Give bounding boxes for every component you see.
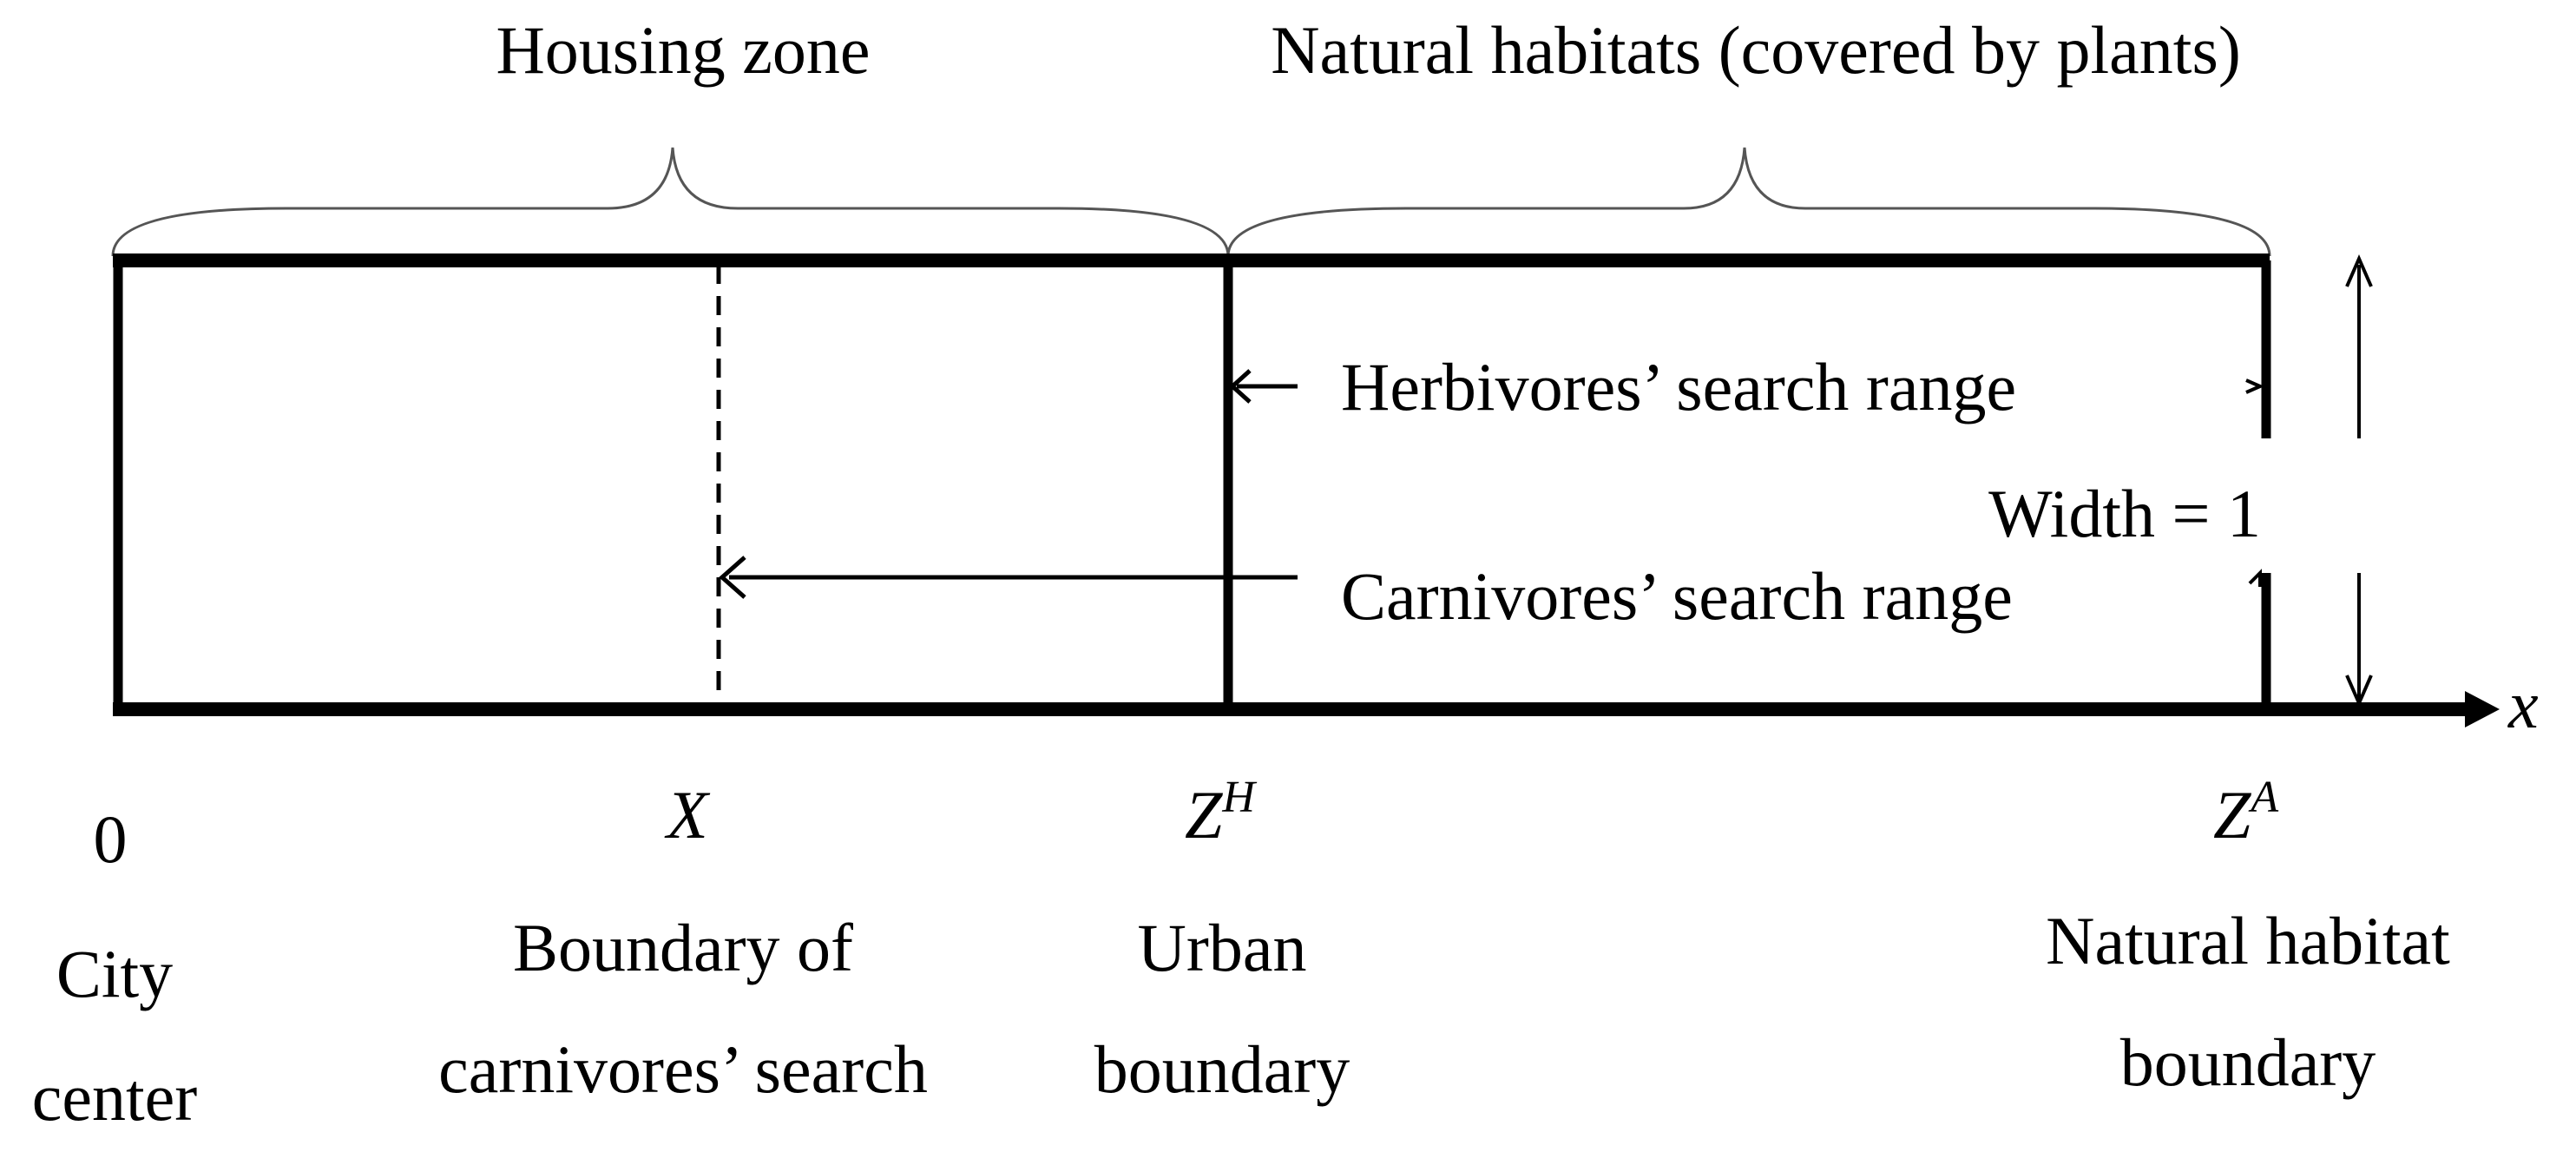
housing-zone-label: Housing zone (496, 12, 870, 88)
carnivore-arrowhead (719, 556, 746, 599)
natural-habitats-label: Natural habitats (covered by plants) (1271, 12, 2241, 88)
carnivore-search-label: Carnivores’ search range (1341, 558, 2013, 634)
herbivore-search-label: Herbivores’ search range (1341, 349, 2016, 425)
width-label: Width = 1 (1988, 476, 2261, 551)
natural-habitat-brace (1226, 147, 2271, 257)
carnivore-boundary-symbol: X (664, 777, 711, 852)
city-center-line2: center (32, 1059, 198, 1135)
urban-boundary-symbol: ZH (1185, 773, 1257, 852)
natural-boundary-desc-line1: Natural habitat (2046, 903, 2450, 978)
city-center-line1: City (56, 936, 173, 1011)
urban-boundary-desc-line1: Urban (1138, 910, 1307, 985)
herbivore-arrowhead (1229, 369, 1252, 404)
natural-boundary-symbol: ZA (2213, 773, 2278, 852)
origin-label: 0 (94, 801, 128, 877)
carnivore-right-tick (2248, 569, 2262, 587)
natural-boundary-desc-line2: boundary (2120, 1024, 2376, 1100)
x-axis-arrowhead (2465, 691, 2500, 727)
width-arrowhead-up (2345, 254, 2373, 287)
carnivore-boundary-desc-line1: Boundary of (513, 910, 853, 985)
housing-zone-brace (111, 147, 1230, 257)
herbivore-right-tick (2245, 379, 2264, 394)
carnivore-boundary-desc-line2: carnivores’ search (438, 1031, 928, 1107)
urban-boundary-desc-line2: boundary (1094, 1031, 1350, 1107)
width-arrowhead-down (2345, 675, 2373, 708)
x-axis-label: x (2507, 667, 2539, 742)
